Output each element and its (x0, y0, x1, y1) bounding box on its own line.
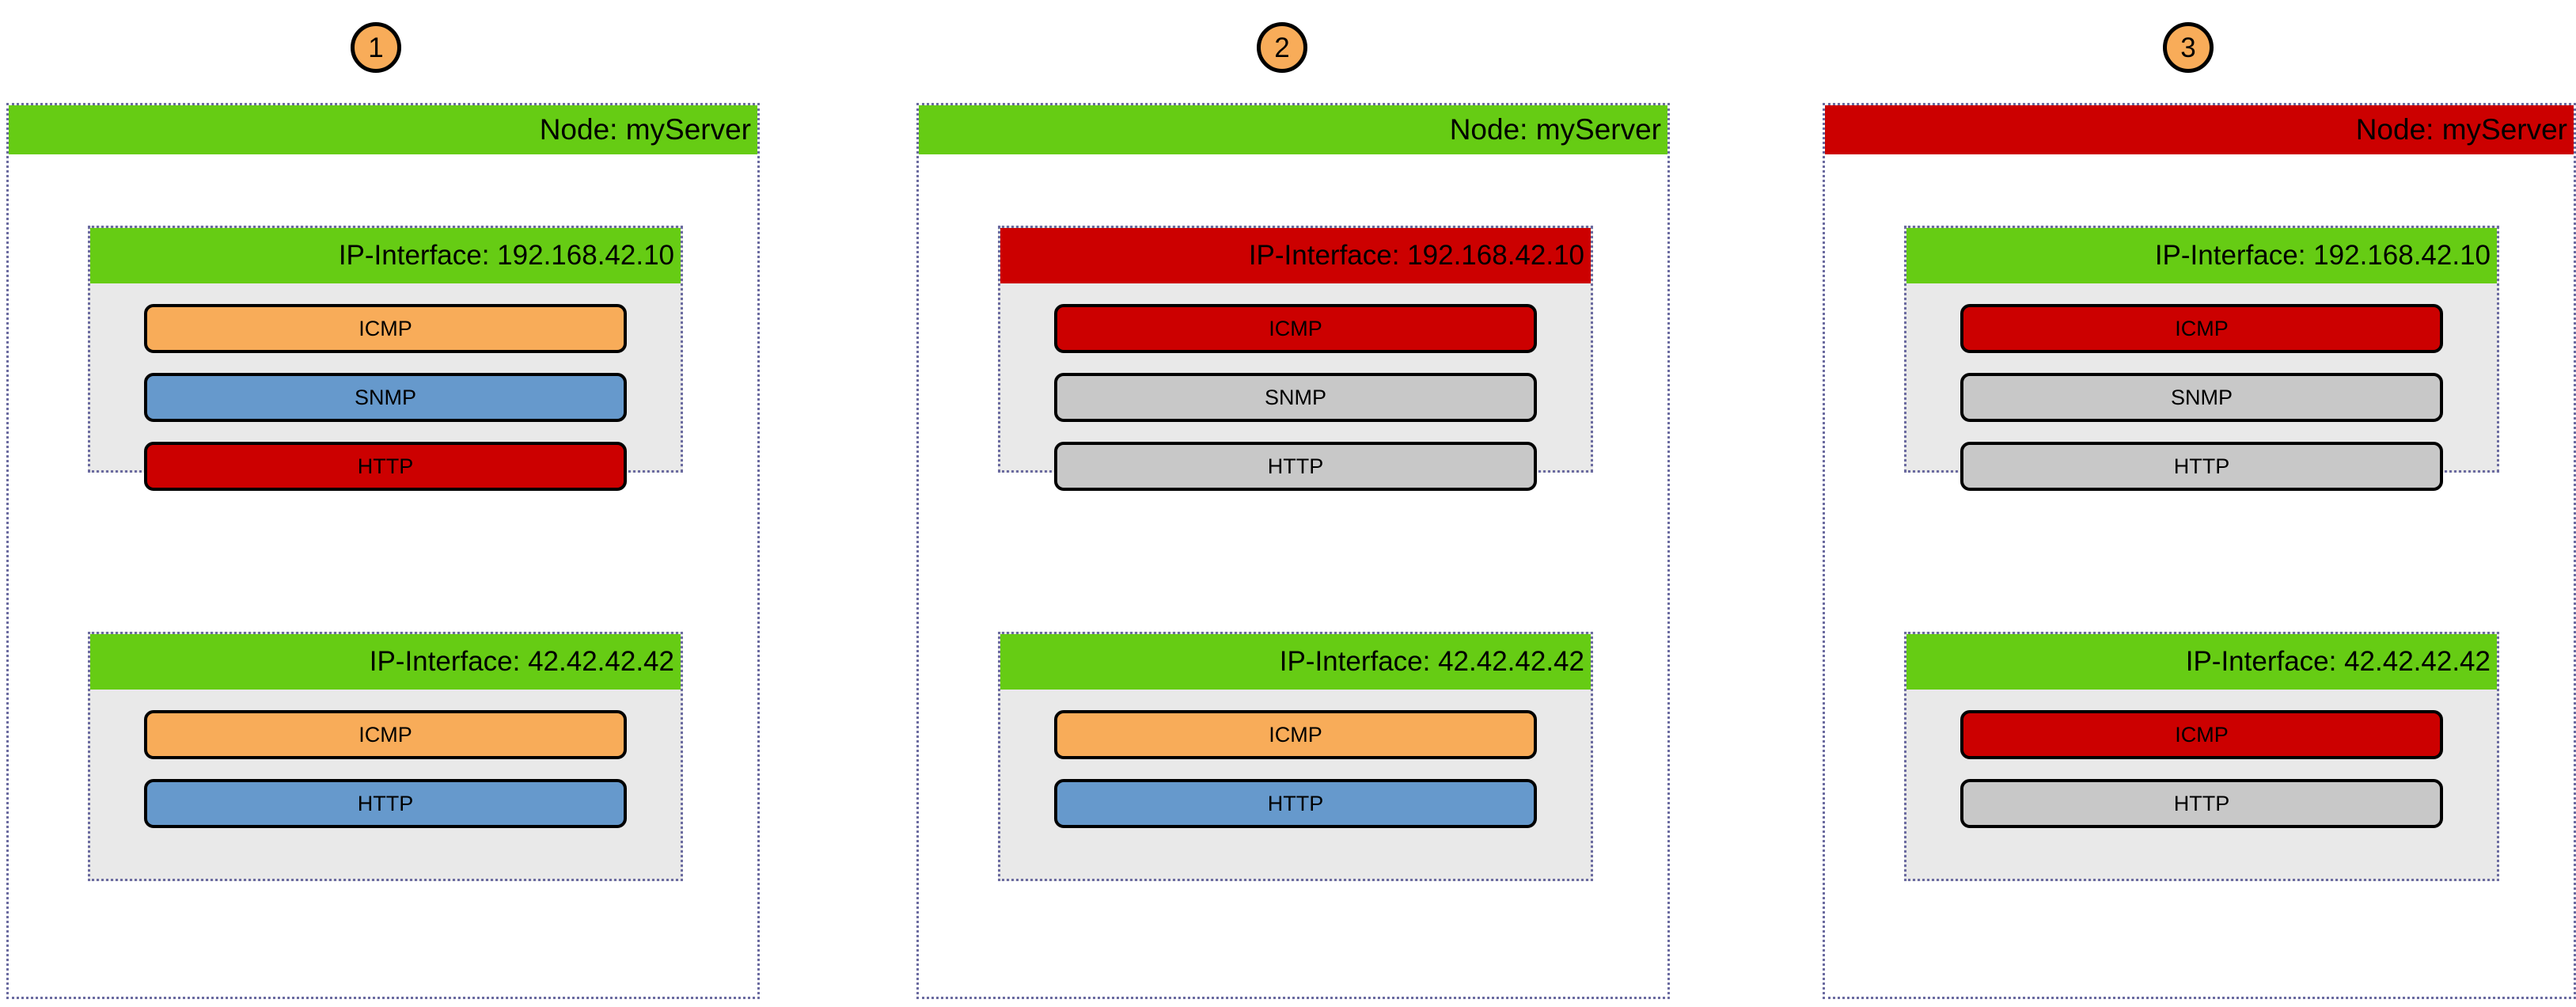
service-label: SNMP (1264, 385, 1326, 409)
diagram-column-3: 3 Node: myServer IP-Interface: 192.168.4… (1816, 0, 2576, 1007)
node-header: Node: myServer (1825, 105, 2574, 154)
service-label: HTTP (2173, 791, 2230, 815)
ip-interface-label: IP-Interface: 42.42.42.42 (369, 646, 674, 677)
service-pill-http[interactable]: HTTP (1960, 779, 2443, 828)
node-container[interactable]: Node: myServer IP-Interface: 192.168.42.… (916, 103, 1670, 999)
service-label: ICMP (359, 722, 412, 747)
ip-interface-card[interactable]: IP-Interface: 192.168.42.10 ICMP SNMP HT… (998, 226, 1593, 491)
service-label: ICMP (2175, 722, 2229, 747)
diagram-column-1: 1 Node: myServer IP-Interface: 192.168.4… (0, 0, 776, 1007)
step-badge-label: 2 (1274, 32, 1290, 63)
ip-interface-card[interactable]: IP-Interface: 192.168.42.10 ICMP SNMP HT… (88, 226, 683, 491)
service-list: ICMP SNMP HTTP (90, 283, 681, 491)
ip-interface-label: IP-Interface: 42.42.42.42 (2185, 646, 2491, 677)
step-badge-2: 2 (1257, 22, 1307, 73)
service-pill-icmp[interactable]: ICMP (144, 304, 627, 353)
service-label: ICMP (1269, 722, 1322, 747)
ip-interface-header: IP-Interface: 42.42.42.42 (1906, 634, 2497, 690)
service-pill-snmp[interactable]: SNMP (1054, 373, 1537, 422)
service-label: HTTP (357, 791, 414, 815)
node-label: Node: myServer (1449, 113, 1661, 146)
service-pill-icmp[interactable]: ICMP (1960, 304, 2443, 353)
diagram-column-2: 2 Node: myServer IP-Interface: 192.168.4… (910, 0, 1686, 1007)
service-label: HTTP (2173, 454, 2230, 478)
ip-interface-header: IP-Interface: 42.42.42.42 (1000, 634, 1591, 690)
service-pill-http[interactable]: HTTP (1054, 442, 1537, 491)
node-label: Node: myServer (2355, 113, 2567, 146)
service-pill-http[interactable]: HTTP (144, 779, 627, 828)
ip-interface-label: IP-Interface: 42.42.42.42 (1279, 646, 1584, 677)
ip-interface-card[interactable]: IP-Interface: 42.42.42.42 ICMP HTTP (1904, 632, 2499, 881)
step-badge-label: 1 (368, 32, 384, 63)
node-container[interactable]: Node: myServer IP-Interface: 192.168.42.… (1823, 103, 2576, 999)
service-label: HTTP (357, 454, 414, 478)
ip-interface-header: IP-Interface: 192.168.42.10 (1000, 228, 1591, 283)
service-label: ICMP (2175, 316, 2229, 340)
node-label: Node: myServer (539, 113, 751, 146)
node-container[interactable]: Node: myServer IP-Interface: 192.168.42.… (6, 103, 760, 999)
ip-interface-label: IP-Interface: 192.168.42.10 (1248, 240, 1584, 271)
node-header: Node: myServer (919, 105, 1667, 154)
service-pill-http[interactable]: HTTP (1960, 442, 2443, 491)
service-pill-http[interactable]: HTTP (144, 442, 627, 491)
service-list: ICMP HTTP (90, 690, 681, 828)
service-label: HTTP (1267, 454, 1324, 478)
service-list: ICMP SNMP HTTP (1906, 283, 2497, 491)
ip-interface-card[interactable]: IP-Interface: 42.42.42.42 ICMP HTTP (998, 632, 1593, 881)
service-pill-snmp[interactable]: SNMP (144, 373, 627, 422)
step-badge-3: 3 (2163, 22, 2214, 73)
service-list: ICMP HTTP (1906, 690, 2497, 828)
ip-interface-header: IP-Interface: 192.168.42.10 (1906, 228, 2497, 283)
ip-interface-card[interactable]: IP-Interface: 192.168.42.10 ICMP SNMP HT… (1904, 226, 2499, 491)
service-label: ICMP (1269, 316, 1322, 340)
ip-interface-label: IP-Interface: 192.168.42.10 (338, 240, 674, 271)
service-pill-icmp[interactable]: ICMP (144, 710, 627, 759)
step-badge-label: 3 (2180, 32, 2196, 63)
ip-interface-label: IP-Interface: 192.168.42.10 (2154, 240, 2491, 271)
service-label: SNMP (2170, 385, 2233, 409)
service-pill-icmp[interactable]: ICMP (1054, 710, 1537, 759)
service-pill-icmp[interactable]: ICMP (1960, 710, 2443, 759)
step-badge-1: 1 (351, 22, 401, 73)
node-header: Node: myServer (9, 105, 757, 154)
service-pill-snmp[interactable]: SNMP (1960, 373, 2443, 422)
service-label: HTTP (1267, 791, 1324, 815)
service-list: ICMP HTTP (1000, 690, 1591, 828)
ip-interface-header: IP-Interface: 42.42.42.42 (90, 634, 681, 690)
service-pill-icmp[interactable]: ICMP (1054, 304, 1537, 353)
service-label: SNMP (354, 385, 416, 409)
service-pill-http[interactable]: HTTP (1054, 779, 1537, 828)
ip-interface-header: IP-Interface: 192.168.42.10 (90, 228, 681, 283)
service-label: ICMP (359, 316, 412, 340)
ip-interface-card[interactable]: IP-Interface: 42.42.42.42 ICMP HTTP (88, 632, 683, 881)
service-list: ICMP SNMP HTTP (1000, 283, 1591, 491)
